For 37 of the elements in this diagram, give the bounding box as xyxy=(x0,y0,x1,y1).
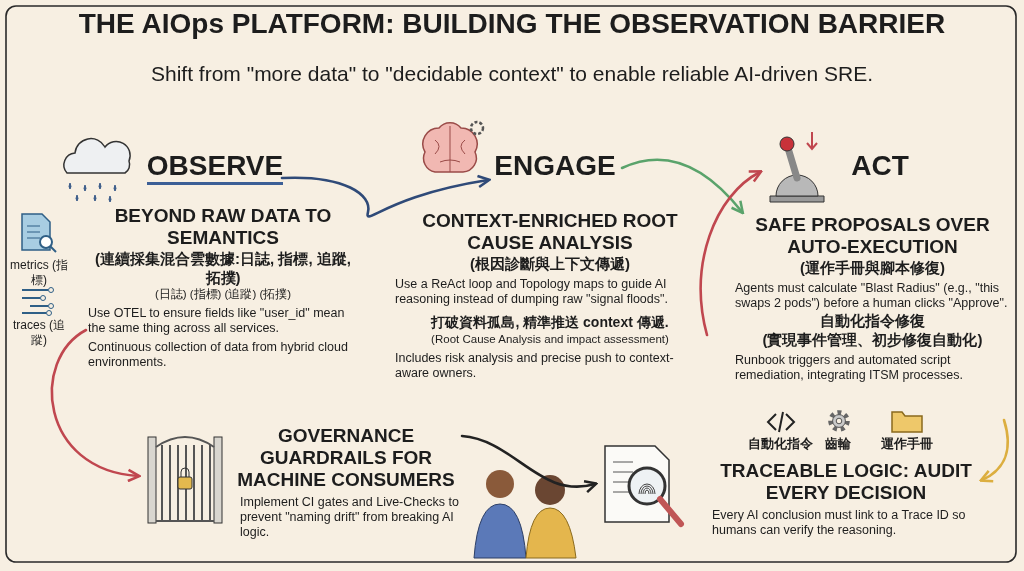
stage-heading: ENGAGE xyxy=(494,150,616,182)
arrow xyxy=(460,434,598,493)
body-text: Implement CI gates and Live-Checks to prevent "naming drift" from breaking AI logic. xyxy=(240,495,460,540)
arrow xyxy=(50,328,141,482)
chinese-subheading: 打破資料孤島, 精準推送 context 傳遞. xyxy=(431,313,669,332)
body-text: Use OTEL to ensure fields like "user_id" mean the same thing across all services. xyxy=(88,306,346,336)
chinese-subheading: (運作手冊與腳本修復) xyxy=(800,258,945,277)
chinese-subheading: (連續採集混合雲數據:日誌, 指標, 追蹤, 拓撲) xyxy=(94,249,352,287)
icon-label: metrics (指標) xyxy=(9,258,69,288)
stage-heading: ACT xyxy=(851,150,909,182)
icon-label: 運作手冊 xyxy=(880,437,934,452)
chinese-subheading: 自動化指令修復 xyxy=(820,311,925,330)
icon-label: traces (追蹤) xyxy=(12,318,66,348)
icon-label: 齒輪 xyxy=(824,437,852,452)
body-text: Continuous collection of data from hybrid cloud environments. xyxy=(88,340,349,370)
arrow xyxy=(280,174,491,218)
stage-heading: OBSERVE xyxy=(146,150,284,185)
section-heading: SAFE PROPOSALS OVER AUTO-EXECUTION xyxy=(754,214,991,258)
body-text: Runbook triggers and automated script remediation, integrating ITSM processes. xyxy=(735,353,964,383)
title: THE AIOps PLATFORM: BUILDING THE OBSERVATION BARRIER xyxy=(77,8,947,40)
chinese-note: (Root Cause Analysis and impact assessment) xyxy=(431,332,669,347)
body-text: Agents must calculate "Blast Radius" (e.g., "this swaps 2 pods") before a human clicks "Approve". xyxy=(735,281,1009,311)
section-heading: GOVERNANCE GUARDRAILS FOR MACHINE CONSUMERS xyxy=(236,425,456,491)
icon-label: 自動化指令 xyxy=(746,437,814,452)
arrow xyxy=(620,158,745,215)
body-text: Use a ReAct loop and Topology maps to guide AI reasoning instead of dumping raw "signal floods". xyxy=(395,277,669,307)
arrow xyxy=(979,418,1010,482)
arrow xyxy=(699,170,763,337)
section-heading: CONTEXT-ENRICHED ROOT CAUSE ANALYSIS xyxy=(421,210,679,254)
body-text: Every AI conclusion must link to a Trace ID so humans can verify the reasoning. xyxy=(712,508,967,538)
chinese-subheading: (根因診斷與上下文傳遞) xyxy=(470,254,630,273)
chinese-note: (日誌) (指標) (追蹤) (拓撲) xyxy=(154,287,292,302)
body-text: Includes risk analysis and precise push to context-aware owners. xyxy=(395,351,675,381)
section-heading: TRACEABLE LOGIC: AUDIT EVERY DECISION xyxy=(719,460,973,504)
chinese-subheading: (實現事件管理、初步修復自動化) xyxy=(762,330,983,349)
subtitle: Shift from "more data" to "decidable context" to enable reliable AI-driven SRE. xyxy=(150,62,874,86)
section-heading: BEYOND RAW DATA TO SEMANTICS xyxy=(113,205,333,249)
